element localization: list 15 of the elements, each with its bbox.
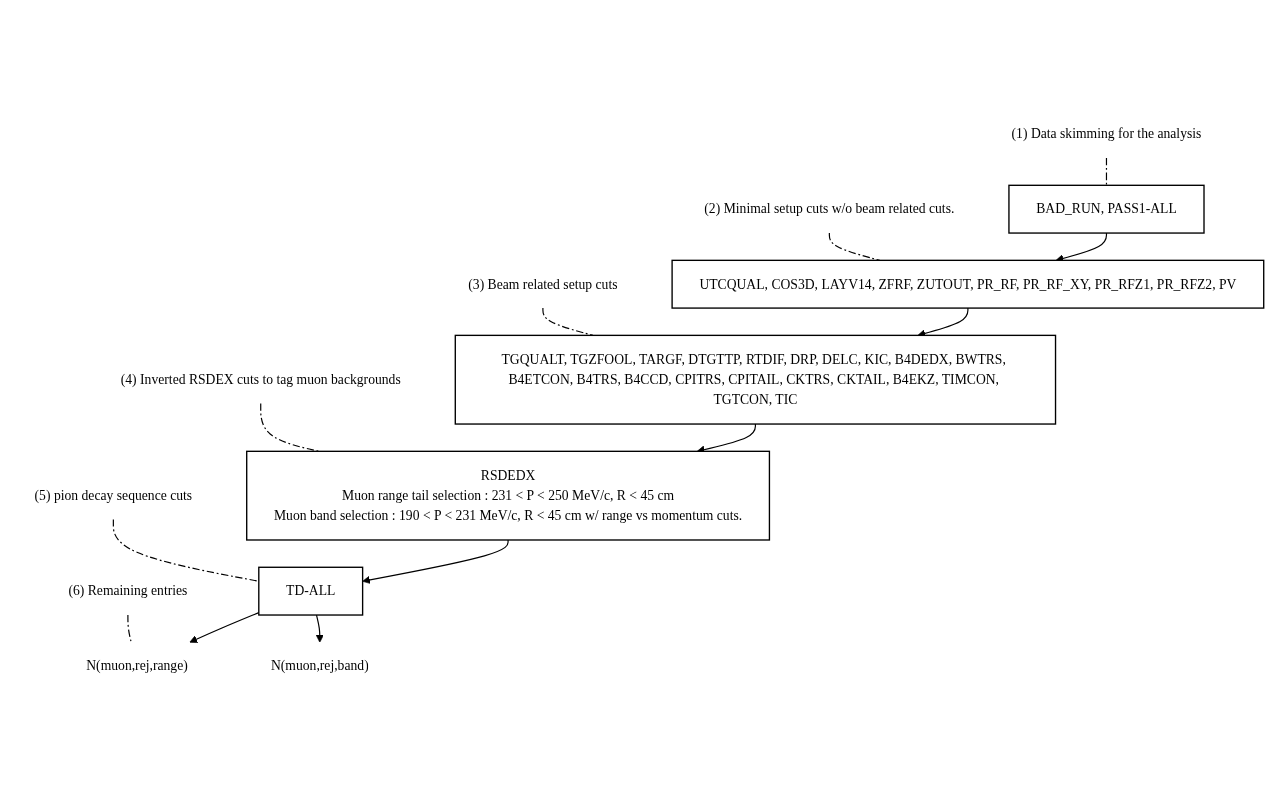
node-text: (1) Data skimming for the analysis <box>1011 126 1202 142</box>
node-box: TD-ALL <box>258 566 364 616</box>
node-text: (6) Remaining entries <box>68 583 188 599</box>
arrow <box>362 539 509 584</box>
node-box: RSDEDX Muon range tail selection : 231 < P < 250 MeV/c, R < 45 cm Muon band selection : 190 < P < 231 MeV/c, R < 45 cm w/ range vs momentum cuts. <box>246 450 771 541</box>
node-box: TGQUALT, TGZFOOL, TARGF, DTGTTP, RTDIF, DRP, DELC, KIC, B4DEDX, BWTRS, B4ETCON, B4TRS, B4CCD, CPITRS, CPITAIL, CKTRS, CKTAIL, B4EKZ, TIMCON, TGTCON, TIC <box>454 334 1057 425</box>
node-text: (5) pion decay sequence cuts <box>34 487 193 503</box>
node-text: (4) Inverted RSDEX cuts to tag muon backgrounds <box>120 372 401 387</box>
node-text: N(muon,rej,range) <box>86 658 188 674</box>
node-text: (2) Minimal setup cuts w/o beam related cuts. <box>704 201 955 217</box>
node-text: (3) Beam related setup cuts <box>468 276 618 292</box>
node-box: UTCQUAL, COS3D, LAYV14, ZFRF, ZUTOUT, PR_RF, PR_RF_XY, PR_RFZ1, PR_RFZ2, PV <box>671 259 1265 309</box>
node-box: BAD_RUN, PASS1-ALL <box>1008 184 1205 234</box>
arrow <box>315 614 324 643</box>
node-text: N(muon,rej,band) <box>270 658 369 674</box>
